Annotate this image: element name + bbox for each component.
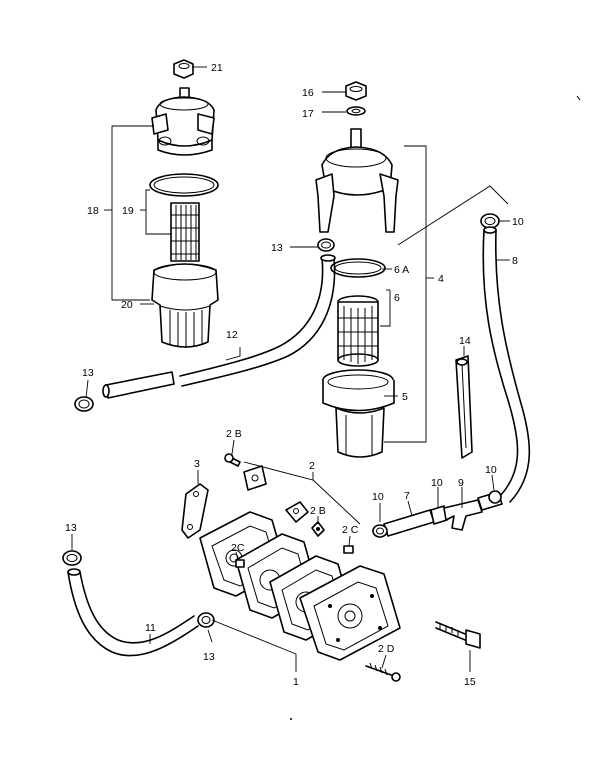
part-21-nut [173,59,194,79]
part-11-fuel-hose [67,568,199,657]
part-20-filter-cup [151,263,219,348]
part-5-filter-cup [322,369,395,458]
callout-10-left: 10 [372,491,384,503]
part-9-joint [443,490,503,531]
callout-8: 8 [512,255,518,267]
callout-19: 19 [122,205,134,217]
callout-16: 16 [302,87,314,99]
callout-12: 12 [226,329,238,341]
part-17-washer [346,106,366,116]
part-12-fuel-hose [102,254,336,399]
callout-6: 6 [394,292,400,304]
callout-10-top: 10 [512,216,524,228]
part-10-hose-clip [480,213,500,229]
callout-2c-right: 2 C [342,524,359,536]
part-19-filter-oring [149,173,219,197]
part-2b-screw [311,521,325,537]
part-6a-oring [330,258,386,278]
part-8-fuel-hose [482,226,531,503]
callout-17: 17 [302,108,314,120]
callout-10-mid: 10 [431,477,443,489]
part-15-bolt [435,621,481,649]
callout-9: 9 [458,477,464,489]
callout-2d: 2 D [378,643,395,655]
callout-6a: 6 A [394,264,409,276]
part-13-hose-clip [317,238,335,252]
part-13-hose-clip [62,550,82,566]
part-2b-screw [224,453,241,467]
callout-10-right: 10 [485,464,497,476]
part-2-pump-cover-rear [299,565,401,661]
leader-lines [71,66,510,672]
callout-2b-mid: 2 B [310,505,326,517]
callout-3: 3 [194,458,200,470]
callout-11: 11 [145,622,156,634]
part-14-clamp-strap [455,355,473,459]
part-7-fuel-hose [372,505,448,538]
callout-13-left: 13 [82,367,94,379]
part-2d-screw [365,662,401,682]
callout-13-top: 13 [271,242,283,254]
callout-7: 7 [404,490,410,502]
part-6-filter-element [337,295,379,367]
part-13-hose-clip [74,396,94,412]
callout-4: 4 [438,273,444,285]
callout-2: 2 [309,460,315,472]
callout-15: 15 [464,676,476,688]
part-2c-valve [235,559,245,568]
callout-18: 18 [87,205,99,217]
callout-13-midleft: 13 [65,522,77,534]
callout-13-bottom: 13 [203,651,215,663]
part-19-filter-element [170,202,200,262]
part-3-gasket [181,483,209,539]
callout-21: 21 [211,62,223,74]
callout-20: 20 [121,299,133,311]
part-2c-valve [343,545,354,554]
callout-2c-left: 2C [231,542,245,554]
callout-2b-top: 2 B [226,428,242,440]
part-2-plate [285,501,309,523]
part-13-hose-clip [197,612,215,628]
part-2-small-gasket [243,465,267,491]
part-16-nut [345,81,367,101]
part-18-filter-head [151,87,215,156]
callout-14: 14 [459,335,471,347]
callout-1: 1 [293,676,299,688]
callout-labels: 21 16 17 18 19 20 13 12 13 4 6 A 6 5 10 … [65,62,524,688]
callout-5: 5 [402,391,408,403]
part-4-filter-head [315,128,399,233]
